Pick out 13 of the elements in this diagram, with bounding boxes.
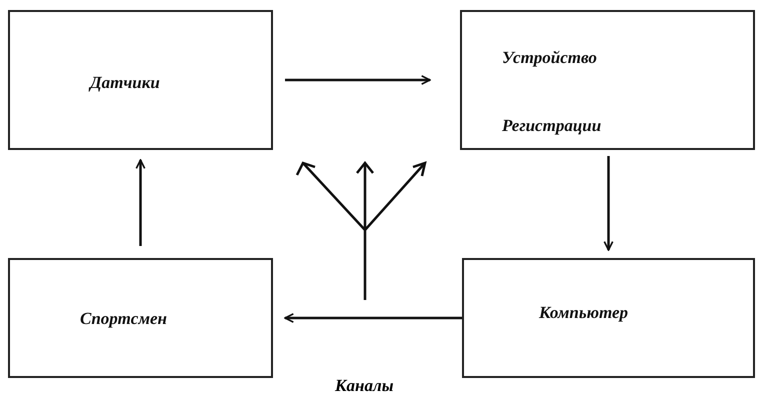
text-label: Каналы bbox=[335, 376, 394, 396]
box-label: Компьютер bbox=[539, 302, 630, 324]
box-label: Датчики bbox=[90, 72, 161, 94]
box-label: Устройство Регистрации bbox=[502, 47, 602, 137]
process-box bbox=[462, 258, 755, 378]
arrow bbox=[284, 313, 462, 323]
process-box bbox=[8, 258, 273, 378]
arrow bbox=[285, 75, 431, 85]
arrow bbox=[136, 159, 146, 246]
arrow bbox=[604, 156, 614, 251]
box-label: Спортсмен bbox=[80, 308, 168, 330]
process-box bbox=[460, 10, 755, 150]
process-box bbox=[8, 10, 273, 150]
